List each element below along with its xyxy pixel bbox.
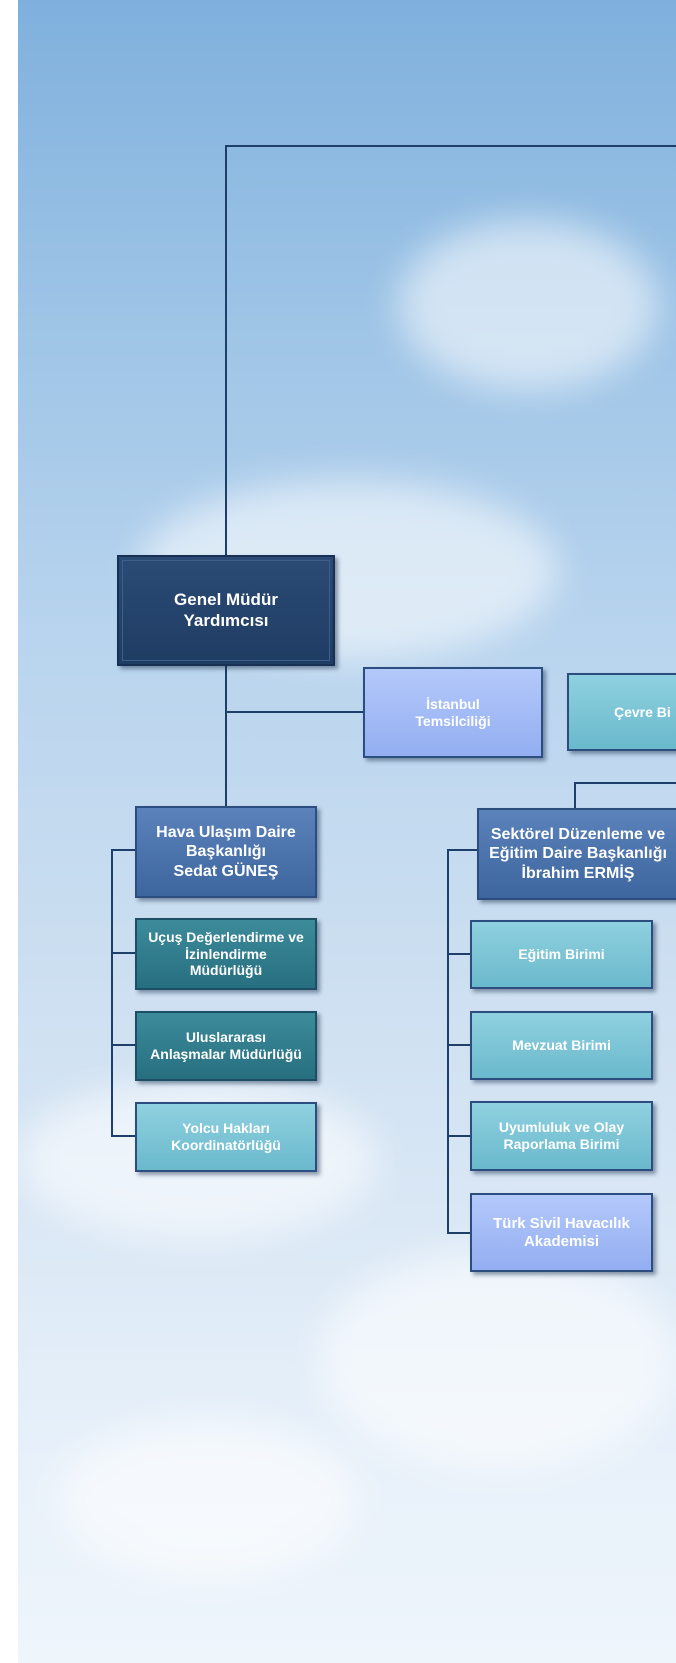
box-label-line: Mevzuat Birimi [512,1037,611,1054]
box-label-line: Eğitim Daire Başkanlığı [489,845,667,863]
box-label-line: Raporlama Birimi [503,1136,620,1152]
box-label-line: Hava Ulaşım Daire [156,824,296,842]
box-label-line: Sektörel Düzenleme ve [490,826,666,844]
box-label-line: Uluslararası [185,1029,267,1046]
box-label-line: Yardımcısı [183,610,269,630]
mevzuat-birimi-box[interactable]: Mevzuat Birimi [470,1011,653,1080]
box-label-line: Akademisi [523,1232,600,1250]
box-label-line: İstanbul [426,695,480,712]
box-label-line: İzinlendirme [185,945,267,962]
egitim-birimi-box[interactable]: Eğitim Birimi [470,920,653,989]
hava-ulasim-daire-baskanligi-box[interactable]: Hava Ulaşım Daire Başkanlığı Sedat GÜNEŞ [135,806,317,898]
box-label-line: Uçuş Değerlendirme ve [148,928,304,945]
box-label-line: Türk Sivil Havacılık [493,1214,630,1232]
uluslararasi-anlasmalar-box[interactable]: Uluslararası Anlaşmalar Müdürlüğü [135,1011,317,1081]
ucus-degerlendirme-box[interactable]: Uçuş Değerlendirme ve İzinlendirme Müdür… [135,918,317,990]
genel-mudur-yardimcisi-box[interactable]: Genel Müdür Yardımcısı [117,555,335,666]
cloud-shape [58,1420,358,1580]
box-label-line: Çevre Bi [614,703,671,720]
yolcu-haklari-box[interactable]: Yolcu Hakları Koordinatörlüğü [135,1102,317,1172]
istanbul-temsilciligi-box[interactable]: İstanbul Temsilciliği [363,667,543,758]
box-label-line: Uyumluluk ve Olay [498,1119,625,1136]
box-label-line: Koordinatörlüğü [171,1137,281,1153]
box-label-line: Müdürlüğü [189,962,263,979]
sektorel-duzenleme-box[interactable]: Sektörel Düzenleme ve Eğitim Daire Başka… [477,808,676,900]
cloud-shape [398,220,658,390]
cloud-shape [318,1250,676,1470]
cevre-birimi-box[interactable]: Çevre Bi [567,673,676,751]
box-label-line: Temsilciliği [415,712,491,729]
box-label-line: Yolcu Hakları [182,1120,270,1137]
box-label-line: Genel Müdür [174,590,278,610]
box-label-line: Anlaşmalar Müdürlüğü [150,1046,302,1062]
box-label-line: Başkanlığı [185,843,266,861]
uyumluluk-box[interactable]: Uyumluluk ve Olay Raporlama Birimi [470,1101,653,1171]
box-label-line: Eğitim Birimi [518,946,605,963]
box-label-line: Sedat GÜNEŞ [173,862,279,880]
box-label-line: İbrahim ERMİŞ [521,864,635,882]
turk-sivil-havacilik-akademisi-box[interactable]: Türk Sivil Havacılık Akademisi [470,1193,653,1272]
